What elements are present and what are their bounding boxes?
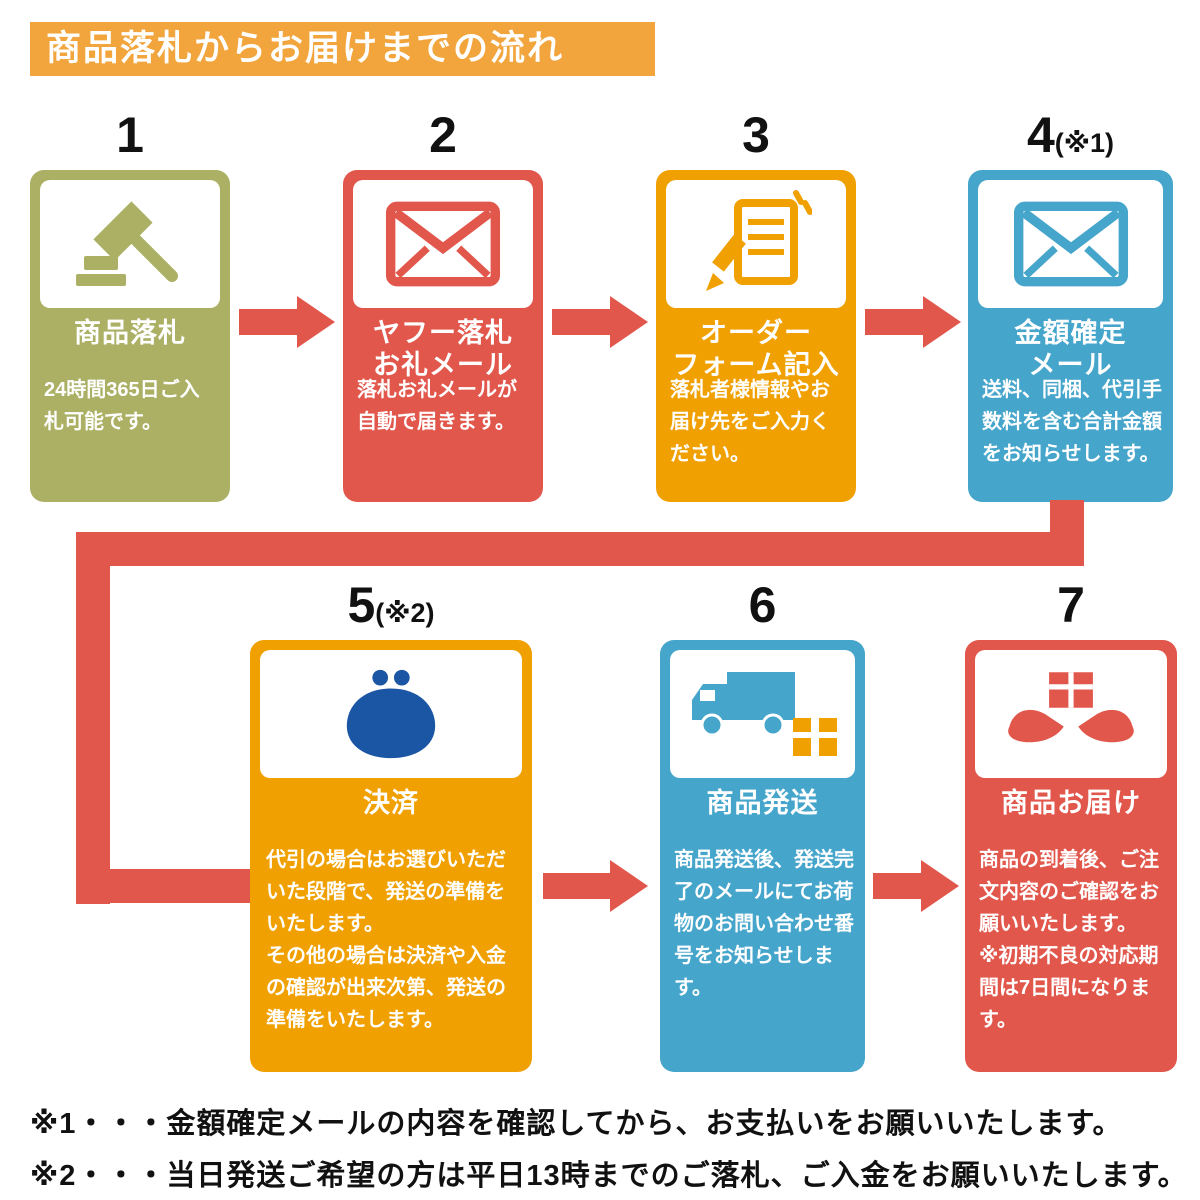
- flow-connector-across: [76, 532, 1084, 566]
- icon-box: [260, 650, 522, 778]
- step-card-shipping: 商品発送 商品発送後、発送完了のメールにてお荷物のお問い合わせ番号をお知らせしま…: [660, 640, 865, 1072]
- flow-arrow-3-4: [865, 296, 961, 348]
- gavel-icon: [76, 201, 178, 286]
- icon-box: [975, 650, 1167, 778]
- step-title: 商品落札: [74, 318, 186, 348]
- step-description: 落札者様情報やお届け先をご入力ください。: [670, 379, 830, 465]
- icon-box: [670, 650, 855, 778]
- step-description: 送料、同梱、代引手数料を含む合計金額をお知らせします。: [982, 379, 1162, 465]
- flow-connector-into-5: [76, 869, 254, 903]
- step-card-thanks-mail: ヤフー落札お礼メール 落札お礼メールが自動で届きます。: [343, 170, 543, 502]
- step-description: 商品発送後、発送完了のメールにてお荷物のお問い合わせ番号をお知らせします。: [674, 849, 854, 999]
- icon-box: [978, 180, 1163, 308]
- step-number-6: 6: [748, 577, 777, 633]
- step-number-7: 7: [1057, 577, 1085, 633]
- step-title: ヤフー落札お礼メール: [373, 318, 513, 381]
- delivery-hands-icon: [1008, 672, 1134, 743]
- page-title: 商品落札からお届けまでの流れ: [30, 22, 655, 76]
- step-number-3: 3: [742, 107, 770, 163]
- flow-arrow-1-2: [239, 296, 335, 348]
- step-card-payment: 決済 代引の場合はお選びいただいた段階で、発送の準備をいたします。 その他の場合…: [250, 640, 532, 1072]
- step-title: 金額確定メール: [1014, 318, 1127, 381]
- flow-arrow-6-7: [873, 860, 959, 912]
- step-card-order-form: オーダーフォーム記入 落札者様情報やお届け先をご入力ください。: [656, 170, 856, 502]
- icon-box: [353, 180, 533, 308]
- mail-icon: [385, 201, 501, 287]
- coin-purse-icon: [346, 669, 436, 759]
- mail-icon: [1013, 201, 1128, 287]
- footnote-2: ※2・・・当日発送ご希望の方は平日13時までのご落札、ご入金をお願いいたします。: [30, 1160, 1188, 1192]
- step-title: オーダーフォーム記入: [672, 318, 840, 381]
- step-card-auction-win: 商品落札 24時間365日ご入札可能です。: [30, 170, 230, 502]
- step-description: 商品の到着後、ご注文内容のご確認をお願いいたします。 ※初期不良の対応期間は7日…: [979, 849, 1159, 1031]
- footnote-1: ※1・・・金額確定メールの内容を確認してから、お支払いをお願いいたします。: [30, 1108, 1123, 1140]
- step-description: 代引の場合はお選びいただいた段階で、発送の準備をいたします。 その他の場合は決済…: [266, 849, 506, 1031]
- step-title: 商品お届け: [1001, 788, 1141, 818]
- step-title: 商品発送: [706, 788, 819, 818]
- icon-box: [666, 180, 846, 308]
- step-card-delivery: 商品お届け 商品の到着後、ご注文内容のご確認をお願いいたします。 ※初期不良の対…: [965, 640, 1177, 1072]
- flow-arrow-2-3: [552, 296, 648, 348]
- step-card-price-mail: 金額確定メール 送料、同梱、代引手数料を含む合計金額をお知らせします。: [968, 170, 1173, 502]
- step-description: 落札お礼メールが自動で届きます。: [357, 379, 517, 433]
- step-title: 決済: [363, 788, 419, 818]
- truck-box-icon: [691, 672, 837, 756]
- flow-connector-left-down: [76, 532, 110, 904]
- step-number-1: 1: [116, 107, 144, 163]
- flow-arrow-5-6: [543, 860, 648, 912]
- icon-box: [40, 180, 220, 308]
- step-number-5: 5(※2): [347, 577, 435, 633]
- step-number-4: 4(※1): [1026, 107, 1115, 163]
- step-number-2: 2: [429, 107, 457, 163]
- order-form-icon: [706, 190, 812, 291]
- step-description: 24時間365日ご入札可能です。: [44, 379, 200, 433]
